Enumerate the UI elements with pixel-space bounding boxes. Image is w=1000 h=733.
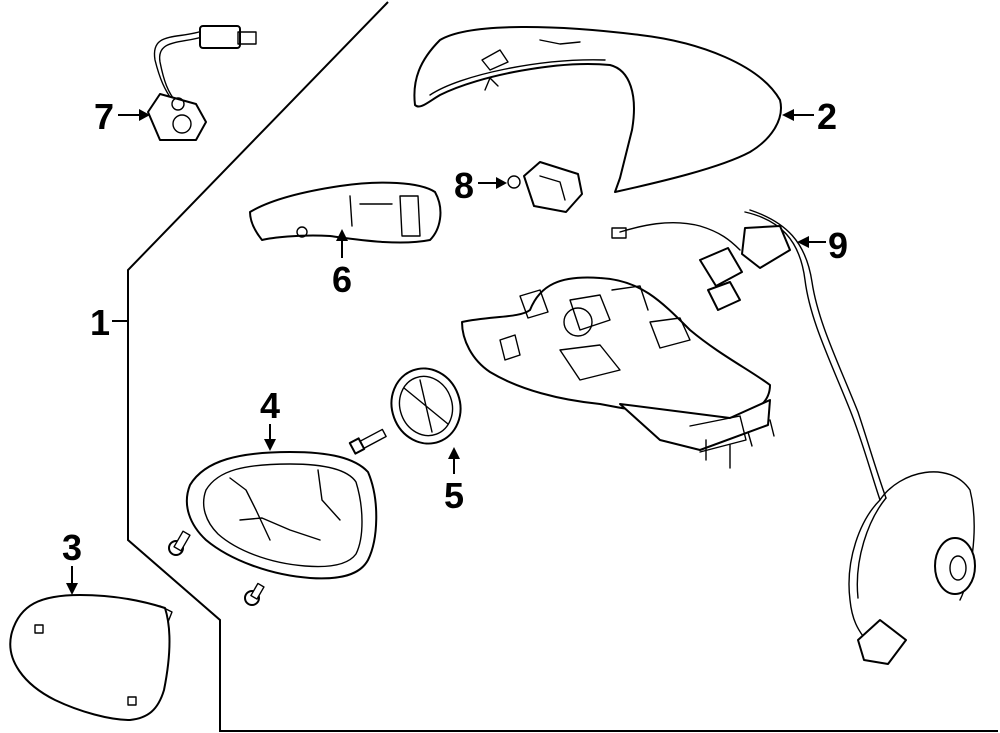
callout-2: 2 bbox=[817, 96, 837, 137]
leader-3 bbox=[66, 566, 78, 595]
callout-9: 9 bbox=[828, 225, 848, 266]
screw-bottom[interactable] bbox=[244, 582, 265, 606]
part-3-mirror-glass[interactable] bbox=[9, 594, 173, 721]
leader-4 bbox=[264, 424, 276, 451]
callout-3: 3 bbox=[62, 527, 82, 568]
leader-5 bbox=[448, 447, 460, 474]
part-9-wiring-harness[interactable] bbox=[611, 209, 976, 665]
leader-6 bbox=[336, 229, 348, 258]
callout-1: 1 bbox=[90, 302, 110, 343]
callout-6: 6 bbox=[332, 259, 352, 300]
part-7-sensor[interactable] bbox=[147, 25, 257, 141]
leader-2 bbox=[782, 109, 814, 121]
screw-upper[interactable] bbox=[348, 428, 387, 455]
part-2-mirror-cover[interactable] bbox=[413, 25, 782, 193]
part-8-actuator[interactable] bbox=[507, 161, 583, 213]
part-5-backing-plate[interactable] bbox=[381, 359, 471, 454]
callout-4: 4 bbox=[260, 385, 280, 426]
leader-9 bbox=[797, 236, 826, 248]
leader-8 bbox=[478, 177, 507, 189]
callout-5: 5 bbox=[444, 475, 464, 516]
callout-7: 7 bbox=[94, 96, 114, 137]
leader-7 bbox=[118, 109, 150, 121]
assembly-boundary bbox=[127, 1, 998, 732]
part-4-mirror-frame[interactable] bbox=[185, 451, 378, 580]
callout-8: 8 bbox=[454, 165, 474, 206]
screw-left[interactable] bbox=[168, 530, 191, 556]
mirror-housing-assembly[interactable] bbox=[461, 276, 775, 469]
part-6-turn-signal[interactable] bbox=[249, 181, 442, 244]
